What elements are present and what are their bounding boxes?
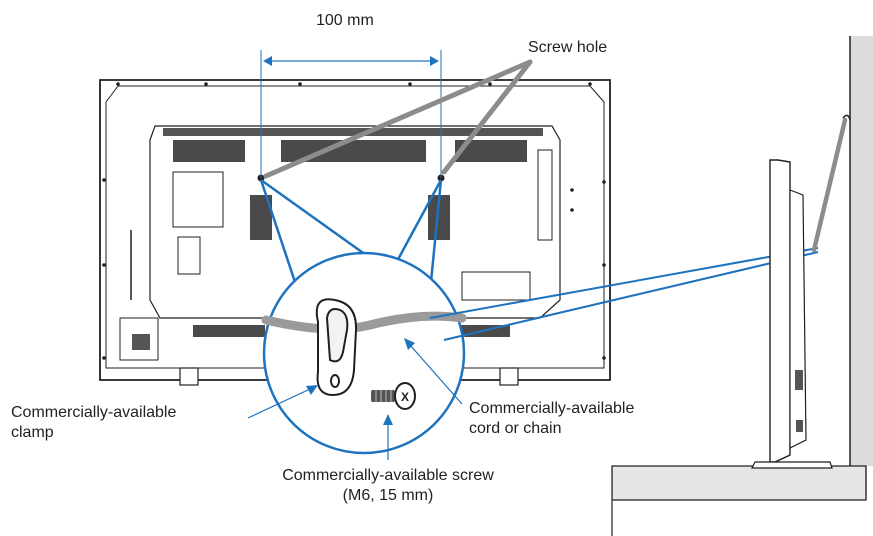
cord-label-line2: cord or chain [469, 420, 562, 437]
side-link-lines [429, 247, 819, 341]
detail-magnifier: X [261, 251, 467, 455]
cord-label-line1: Commercially-available [469, 400, 635, 417]
screw-label: Commercially-available screw (M6, 15 mm) [260, 466, 516, 506]
screw-label-line2: (M6, 15 mm) [342, 487, 434, 504]
screw-label-line1: Commercially-available screw [282, 467, 494, 484]
screw-head-mark: X [401, 390, 409, 404]
side-cord [811, 114, 851, 253]
dimension-indicator [260, 50, 442, 178]
clamp-label-line2: clamp [11, 424, 54, 441]
monitor-rear-view [99, 79, 611, 386]
screw-hole-leader [263, 59, 533, 179]
clamp-label: Commercially-available clamp [11, 403, 176, 443]
shelf [605, 465, 867, 536]
cord-label: Commercially-available cord or chain [469, 399, 634, 439]
detail-callout-leaders [259, 178, 443, 293]
screw-hole-label: Screw hole [528, 39, 608, 56]
monitor-side-view [751, 159, 833, 469]
label-pointers [247, 338, 463, 460]
clamp-icon [315, 298, 358, 397]
dimension-label: 100 mm [316, 12, 374, 29]
screw-icon: X [371, 382, 416, 410]
clamp-label-line1: Commercially-available [11, 404, 177, 421]
wall [849, 36, 873, 466]
